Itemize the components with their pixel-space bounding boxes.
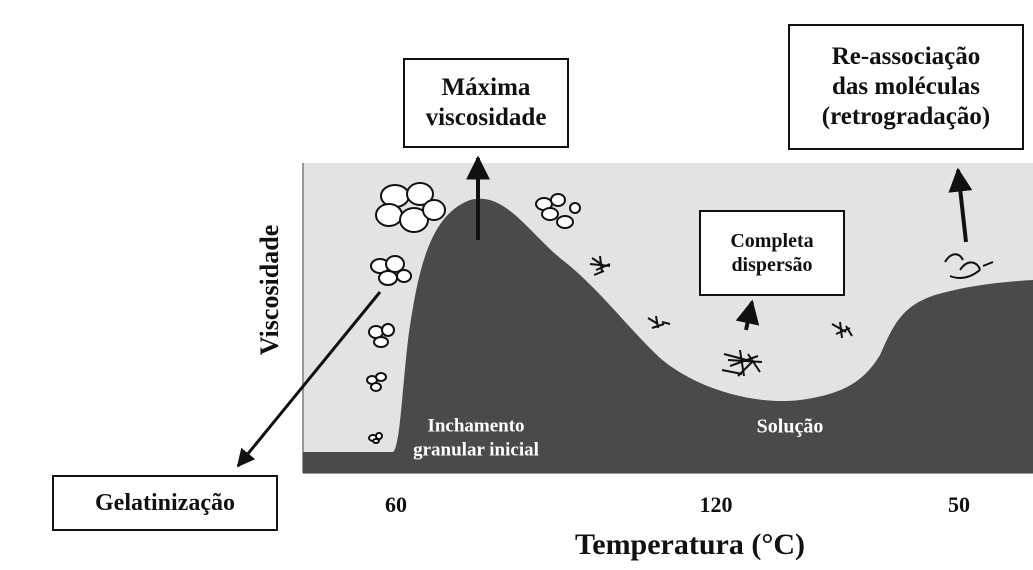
retrogradation-box: Re-associação das moléculas (retrogradaç… [788,24,1024,150]
max-viscosity-box: Máxima viscosidade [403,58,569,148]
region-line: Inchamento [427,415,525,437]
box-line: Gelatinização [95,489,235,516]
box-line: viscosidade [425,104,547,131]
complete-dispersion-box: Completa dispersão [699,210,845,296]
x-tick-label: 120 [699,492,733,517]
solution-label: Solução [756,415,824,438]
box-line: das moléculas [832,73,980,100]
region-line: granular inicial [413,439,539,460]
viscosity-curve-area [303,198,1033,473]
box-line: Re-associação [831,43,981,70]
x-axis-label: Temperatura (°C) [574,528,806,561]
fragmented-granule-icons [589,253,994,377]
box-line: Completa [730,230,814,252]
x-tick-label: 60 [385,492,407,517]
box-line: dispersão [731,254,813,276]
starch-granule-icons [366,182,581,444]
y-axis-label: Viscosidade [255,224,284,356]
arrow-to-gelatinization [236,291,382,468]
x-tick-label: 50 [948,492,970,517]
initial-swelling-label: Inchamento granular inicial [413,414,539,462]
box-line: Máxima [441,74,531,101]
arrow-to-retrogradation [948,167,973,243]
gelatinization-box: Gelatinização [52,475,278,531]
arrow-to-dispersion [735,299,760,331]
box-line: (retrogradação) [821,103,991,130]
